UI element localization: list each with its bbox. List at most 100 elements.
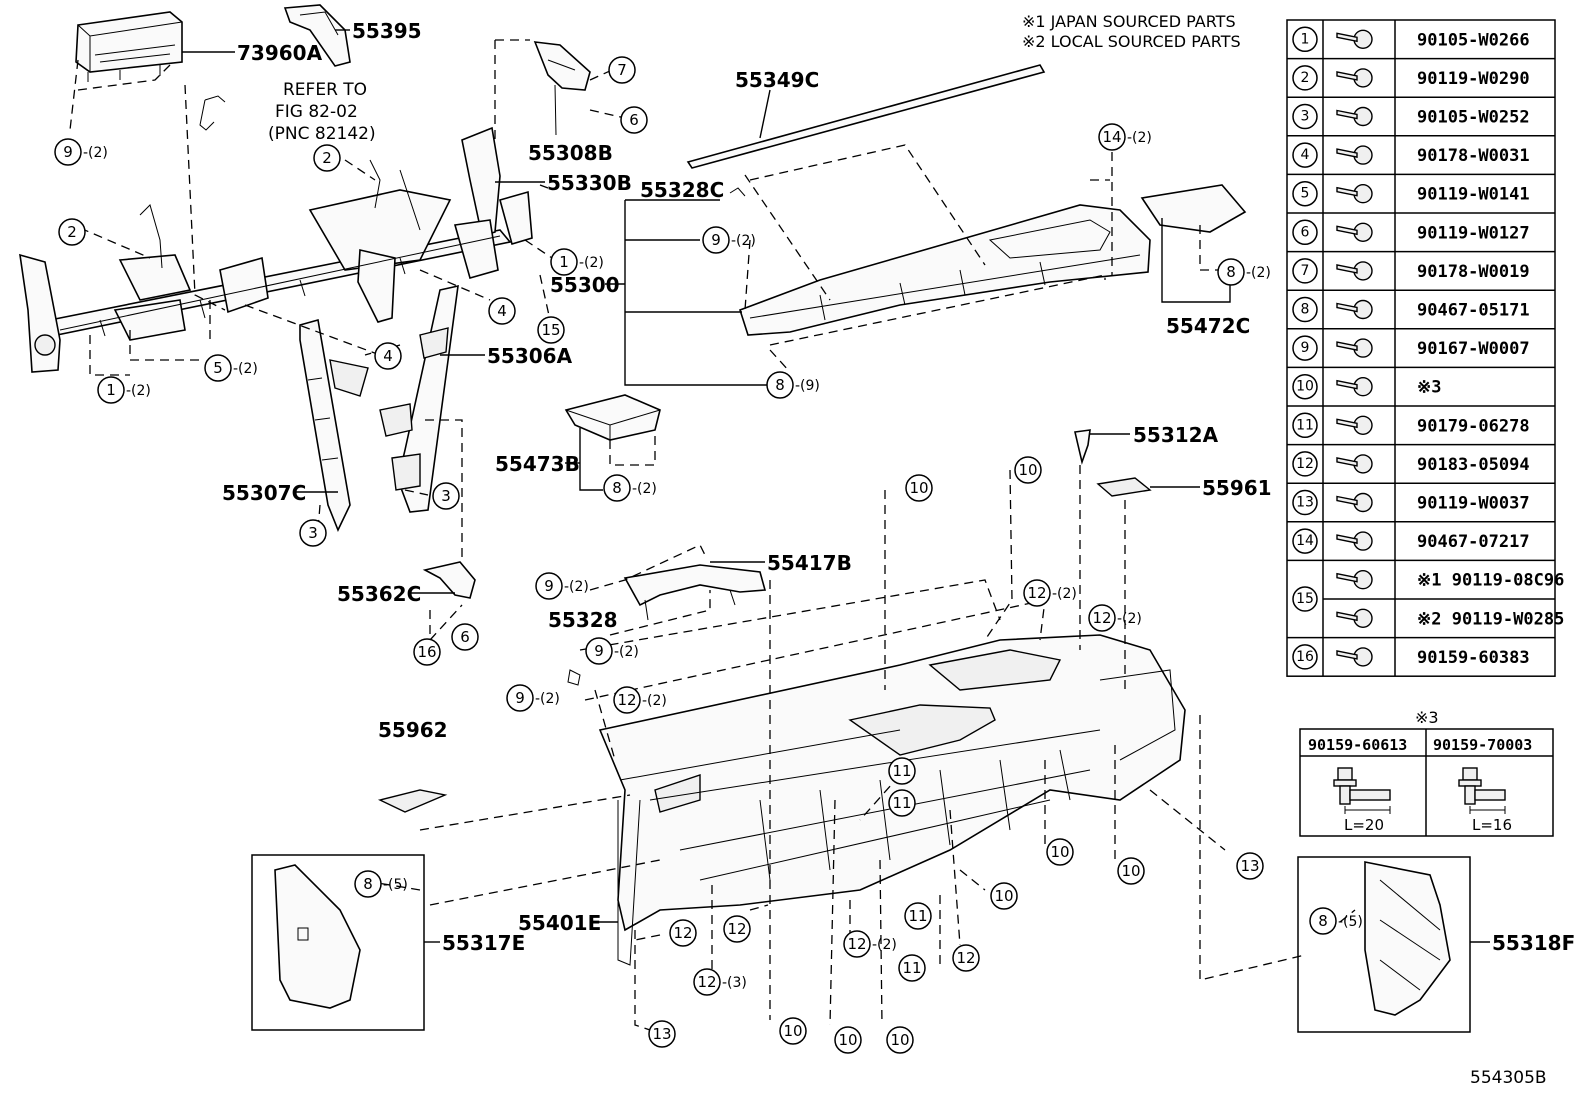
bracket-55417B-illustration	[623, 564, 767, 621]
sub-table-3: ※3 90159-60613 90159-70003 L=20 L=16	[1299, 708, 1554, 837]
fastener-part-number: ※2 90119-W0285	[1417, 609, 1564, 629]
callout-10: 10	[1046, 838, 1074, 866]
callout-10: 10	[886, 1026, 914, 1054]
callout-11: 11	[888, 789, 916, 817]
callout-number: 9	[515, 689, 525, 707]
callout-number: 6	[460, 628, 470, 646]
callout-number: 10	[994, 887, 1013, 905]
fastener-index: 10	[1296, 379, 1314, 395]
callout-number: 9	[63, 143, 73, 161]
sub-table-col-1: 90159-60613	[1308, 736, 1407, 754]
clip-55312A-illustration	[1074, 429, 1091, 465]
callout-3: 3	[432, 482, 460, 510]
figure-code: 554305B	[1470, 1068, 1547, 1088]
callout-number: 8	[1226, 263, 1236, 281]
fastener-part-number: ※3	[1417, 378, 1441, 398]
callout-number: 13	[652, 1025, 671, 1043]
callout-number: 11	[908, 907, 927, 925]
label-55961: 55961	[1202, 476, 1272, 500]
callout-1: 1-(2)	[97, 376, 151, 404]
label-55473B: 55473B	[495, 452, 580, 476]
fastener-part-number: 90159-60383	[1417, 648, 1530, 668]
callout-12: 12-(3)	[693, 968, 747, 996]
callout-number: 3	[441, 487, 451, 505]
grille-55961-illustration	[1096, 477, 1152, 497]
callout-11: 11	[904, 902, 932, 930]
label-55330B: 55330B	[547, 171, 632, 195]
callout-6: 6	[451, 623, 479, 651]
callout-number: 11	[902, 959, 921, 977]
refer-line-1: REFER TO	[283, 80, 367, 100]
callout-12: 12 -(2)	[843, 930, 897, 958]
fastener-index: 6	[1301, 224, 1310, 240]
fastener-part-number: 90183-05094	[1417, 455, 1530, 475]
bolt-60613-icon	[1333, 767, 1391, 814]
callout-10: 10	[1117, 857, 1145, 885]
callout-number: 12	[727, 920, 746, 938]
callout-number: 8	[612, 479, 622, 497]
instrument-panel-reinforcement-illustration	[19, 126, 533, 373]
callout-7: 7	[608, 56, 636, 84]
callout-number: 15	[541, 321, 560, 339]
bracket-55395-illustration	[283, 4, 351, 67]
fastener-index: 4	[1301, 147, 1310, 163]
fastener-icon	[1336, 299, 1373, 320]
callout-quantity: -(2)	[614, 644, 639, 660]
callout-9: 9-(2)	[702, 226, 756, 254]
callout-number: 10	[838, 1031, 857, 1049]
callout-2: 2	[58, 218, 86, 246]
fastener-icon	[1336, 106, 1373, 127]
callout-quantity: -(2)	[1052, 586, 1077, 602]
callout-4: 4	[488, 297, 516, 325]
callout-number: 4	[383, 347, 393, 365]
callout-quantity: -(2)	[233, 361, 258, 377]
callout-number: 11	[892, 762, 911, 780]
fastener-icon	[1336, 145, 1373, 165]
fastener-part-number: 90467-05171	[1417, 301, 1530, 321]
callout-number: 8	[1318, 912, 1328, 930]
grille-55962-illustration	[377, 789, 448, 813]
callout-10: 10	[905, 474, 933, 502]
callout-8: 8-(9)	[766, 371, 820, 399]
fastener-part-number: ※1 90119-08C96	[1417, 571, 1564, 591]
callout-quantity: -(2)	[535, 691, 560, 707]
callout-number: 12	[847, 935, 866, 953]
callout-number: 2	[67, 223, 77, 241]
callout-number: 8	[775, 376, 785, 394]
bolt-70003-icon	[1458, 767, 1506, 814]
fastener-icon	[1336, 454, 1373, 474]
callout-number: 9	[594, 642, 604, 660]
side-panel-55317E-illustration	[274, 864, 361, 1009]
fastener-icon	[1336, 570, 1373, 590]
callout-14: 14-(2)	[1098, 123, 1152, 151]
callout-number: 6	[629, 111, 639, 129]
fastener-part-number: 90167-W0007	[1417, 339, 1530, 359]
fastener-row-11: 11 90179-06278	[1292, 412, 1530, 439]
callout-quantity: -(2)	[872, 937, 897, 953]
callout-number: 11	[892, 794, 911, 812]
fastener-icon	[1336, 647, 1373, 667]
callout-number: 1	[106, 381, 116, 399]
label-55328C: 55328C	[640, 178, 724, 202]
callout-11: 11	[898, 954, 926, 982]
callout-quantity: -(2)	[1127, 130, 1152, 146]
fastener-index: 7	[1301, 263, 1310, 279]
label-55307C: 55307C	[222, 481, 306, 505]
fastener-part-number: 90179-06278	[1417, 416, 1530, 436]
fastener-index: 11	[1296, 417, 1314, 433]
fastener-icon	[1336, 261, 1373, 281]
callout-number: 12	[697, 973, 716, 991]
callout-12: 12-(2)	[613, 686, 667, 714]
fastener-index: 1	[1301, 31, 1310, 47]
callout-layer: 9-(2)221-(2)5-(2)44151-(2)76336169-(2)14…	[54, 56, 1363, 1054]
callout-number: 12	[617, 691, 636, 709]
fastener-index: 15	[1296, 591, 1314, 607]
